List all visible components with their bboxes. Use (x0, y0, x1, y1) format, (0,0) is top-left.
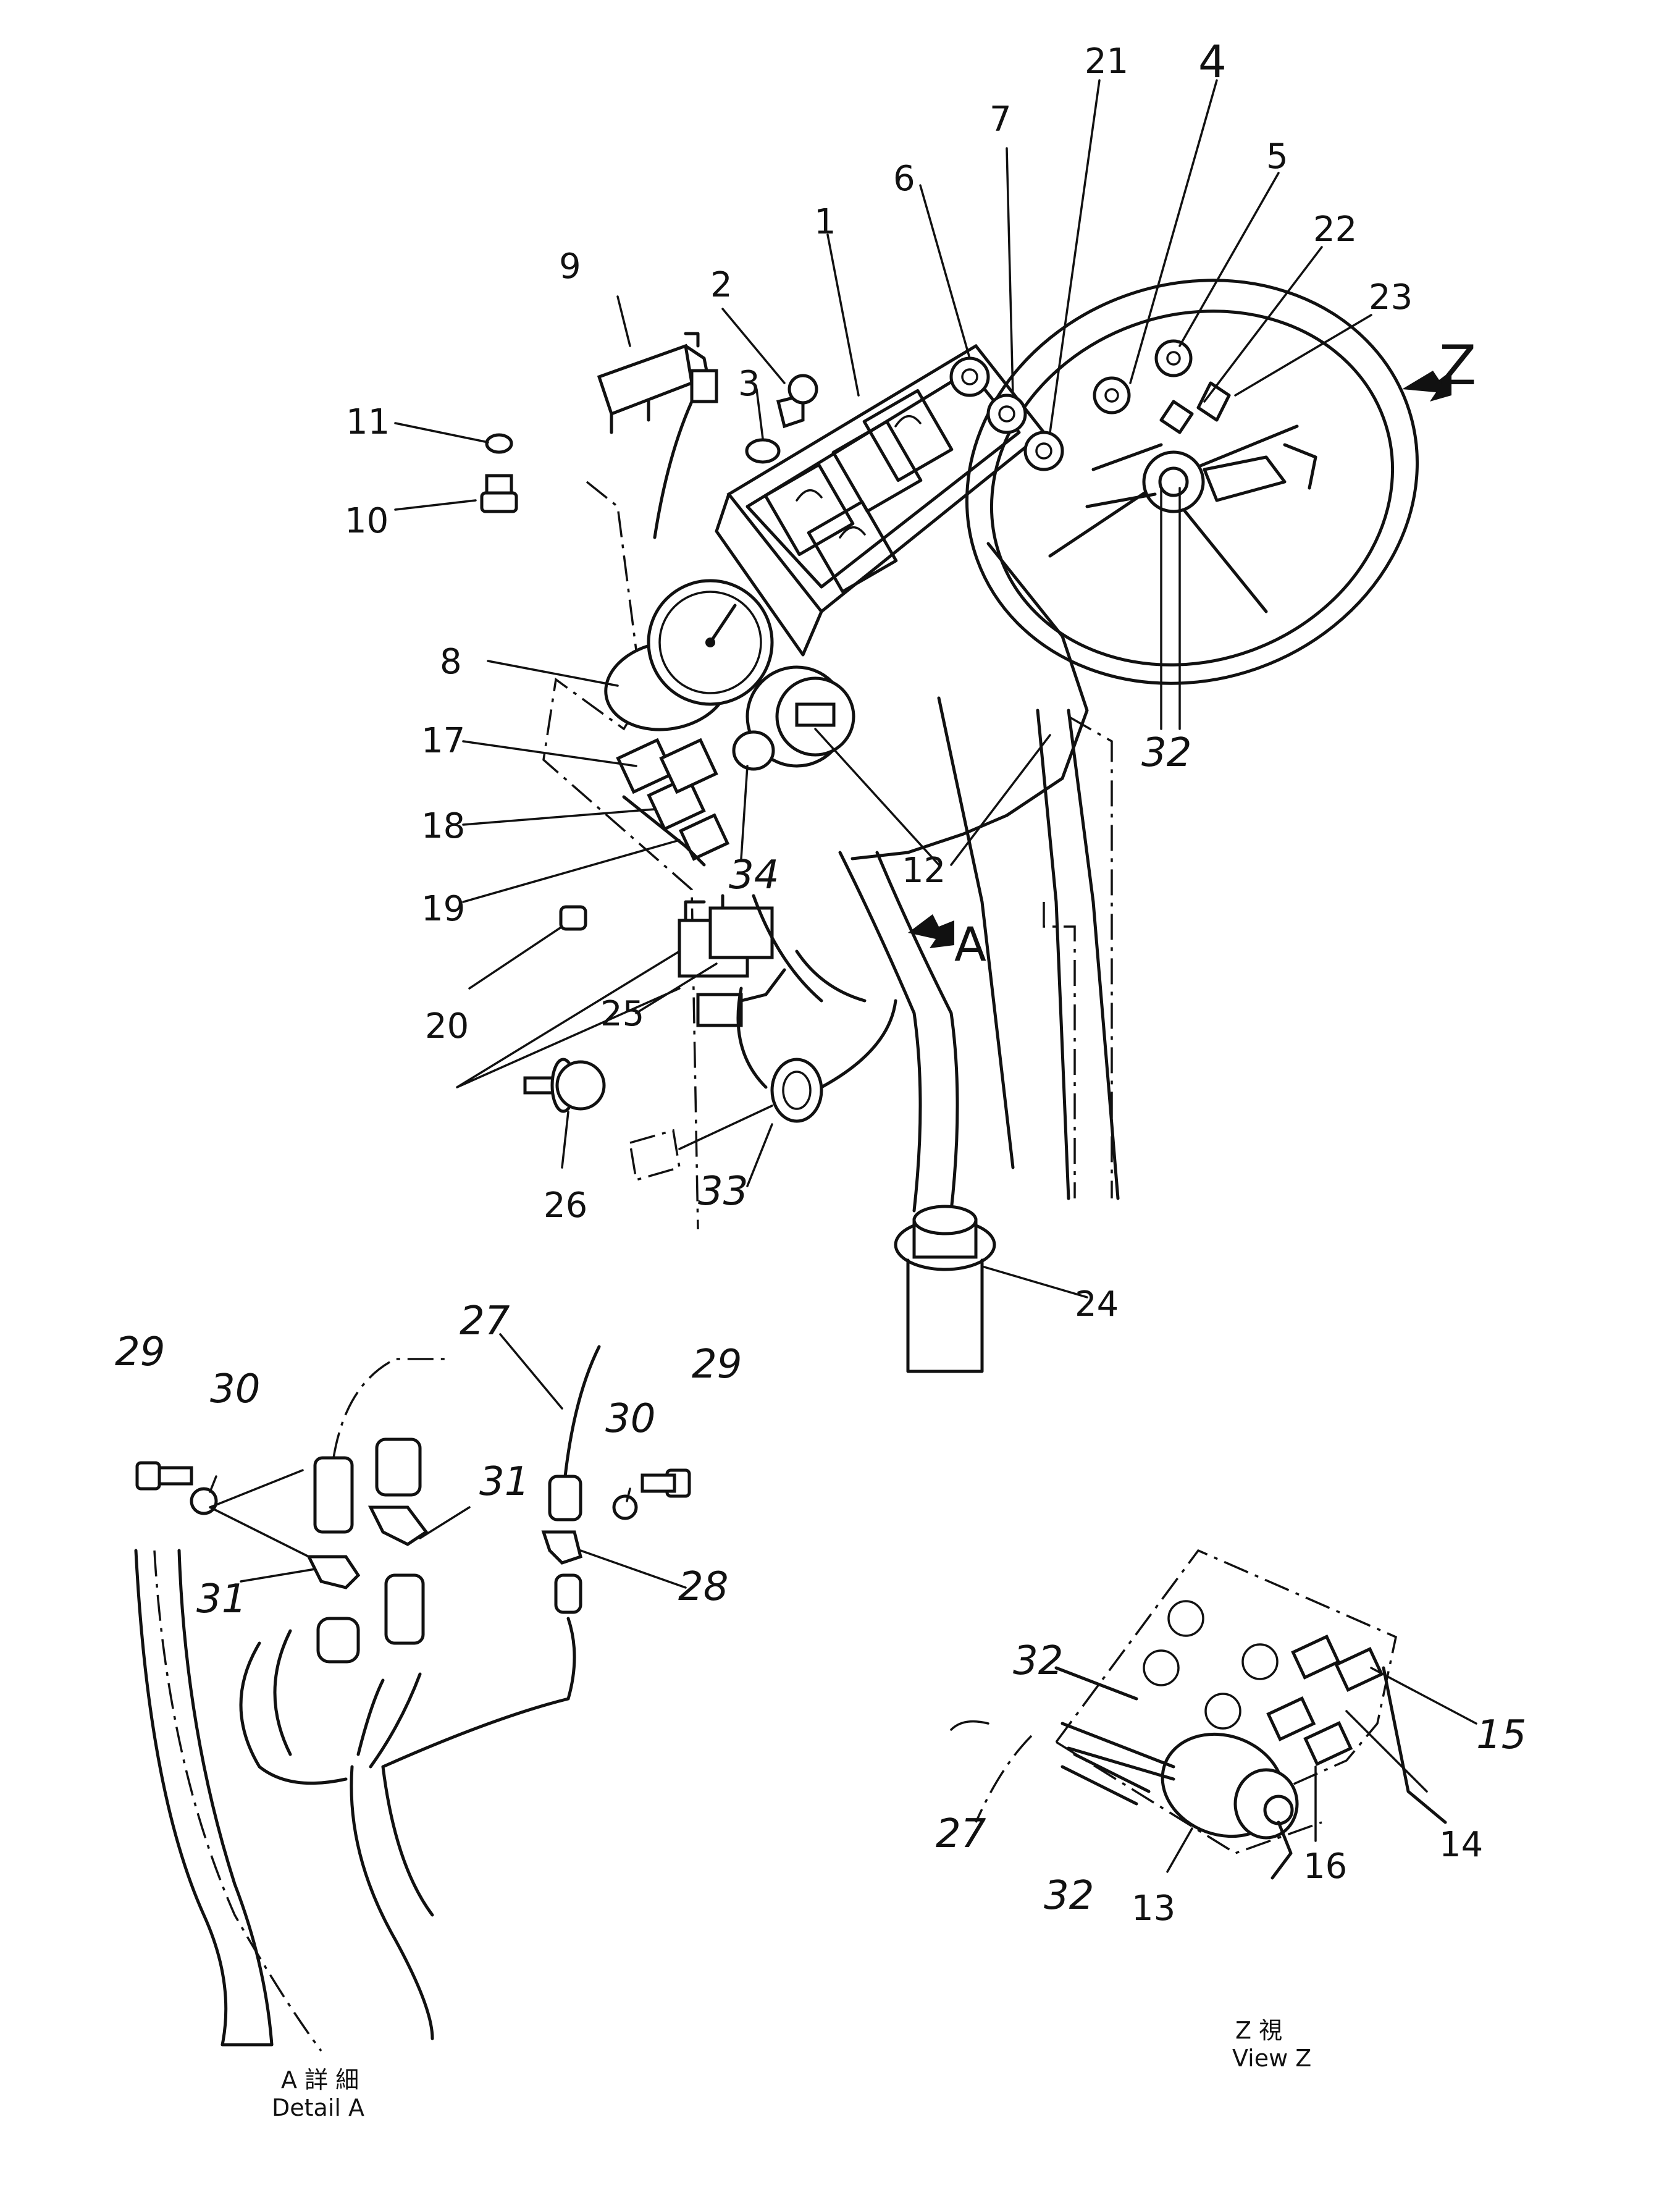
part-11-washer (485, 433, 513, 454)
detail-a-caption-jp: A 詳 細 (281, 2066, 359, 2094)
callout-21: 21 (1085, 41, 1128, 82)
callout-33: 33 (698, 1169, 748, 1214)
callout-8: 8 (440, 642, 462, 682)
callout-18: 18 (421, 806, 465, 846)
callout-30-left: 30 (210, 1366, 260, 1412)
callout-28: 28 (678, 1564, 728, 1610)
callout-6: 6 (893, 159, 915, 199)
view-a-marker: A (954, 917, 986, 972)
part-24-harness-tube (752, 851, 996, 1373)
callout-26: 26 (544, 1185, 587, 1226)
detail-a-connector-4 (316, 1617, 360, 1664)
callout-32-view-top: 32 (1013, 1638, 1063, 1684)
detail-a-washer-left (190, 1487, 218, 1515)
instrument-panel (715, 343, 1046, 657)
detail-a-clip-1 (306, 1555, 361, 1589)
callout-29-left: 29 (115, 1329, 165, 1375)
callout-20: 20 (425, 1006, 469, 1046)
callout-34: 34 (729, 852, 779, 898)
detail-a-connector-6 (554, 1573, 582, 1614)
part-9-switch (597, 332, 718, 539)
callout-16: 16 (1303, 1846, 1347, 1887)
view-a-arrow (908, 914, 954, 948)
callout-10: 10 (345, 501, 388, 541)
part-20-cap (559, 905, 587, 931)
callout-27-view: 27 (936, 1811, 986, 1857)
callout-24: 24 (1075, 1284, 1119, 1324)
part-26-bolt (523, 1058, 606, 1113)
detail-a-caption-en: Detail A (272, 2094, 364, 2121)
switch-group (949, 339, 1231, 471)
callout-29-right: 29 (692, 1342, 742, 1387)
callout-labels: 1 2 3 4 5 6 7 8 9 10 11 12 13 14 15 16 1… (115, 36, 1526, 1929)
callout-17: 17 (421, 721, 465, 761)
callout-9: 9 (559, 246, 581, 287)
callout-3: 3 (738, 364, 760, 404)
callout-5: 5 (1266, 137, 1288, 177)
part-13-key-switch (1060, 1722, 1299, 1880)
callout-19: 19 (421, 889, 465, 929)
callout-32-main: 32 (1141, 730, 1191, 776)
callout-22: 22 (1313, 209, 1357, 250)
switch-block-17-19 (616, 738, 730, 867)
detail-a-connector-2 (375, 1437, 422, 1497)
detail-a-connector-1 (313, 1456, 354, 1534)
captions: A 詳 細 Detail A Z 視 View Z (272, 2017, 1311, 2121)
part-33-harness (629, 987, 897, 1182)
callout-30-right: 30 (605, 1396, 655, 1442)
callout-23: 23 (1369, 277, 1413, 318)
callout-15: 15 (1476, 1712, 1526, 1758)
part-34-plug (732, 730, 775, 771)
callout-31-left: 31 (196, 1576, 246, 1622)
callout-12: 12 (902, 851, 946, 891)
callout-7: 7 (989, 99, 1012, 140)
view-z-arrow (1402, 371, 1451, 402)
part-25-relay (678, 894, 786, 1027)
steering-wheel (965, 279, 1419, 685)
callout-4: 4 (1198, 36, 1227, 88)
callout-14: 14 (1439, 1825, 1483, 1865)
view-z-switches (1266, 1635, 1384, 1766)
detail-a-connector-5 (548, 1475, 582, 1521)
part-10-bolt (480, 474, 518, 513)
callout-32-view-bottom: 32 (1044, 1873, 1094, 1919)
callout-2: 2 (710, 265, 733, 305)
detail-a-bolt-right (640, 1468, 691, 1498)
part-3-washer (745, 438, 781, 464)
part-8-gauge (604, 579, 774, 731)
callout-31-right: 31 (479, 1459, 529, 1505)
callout-11: 11 (346, 402, 390, 442)
main-assembly (394, 79, 1451, 1373)
detail-a-clip-2 (368, 1505, 429, 1546)
view-z-hole-3 (1143, 1649, 1180, 1686)
detail-a (134, 1333, 691, 2052)
callout-25: 25 (600, 994, 644, 1034)
callout-13: 13 (1132, 1888, 1175, 1929)
part-2-screw (776, 374, 818, 429)
detail-a-bolt-left (135, 1461, 193, 1491)
callout-27-detail: 27 (460, 1298, 510, 1344)
view-z-caption-jp: Z 視 (1235, 2017, 1282, 2044)
detail-a-connector-3 (384, 1573, 425, 1645)
view-z-marker: Z (1439, 334, 1476, 397)
part-12-hourmeter (746, 665, 855, 768)
detail-a-washer-right (612, 1494, 638, 1520)
view-z-caption-en: View Z (1232, 2045, 1311, 2072)
view-z-hole-2 (1241, 1643, 1279, 1680)
view-z (950, 1549, 1477, 1880)
callout-1: 1 (814, 202, 836, 242)
view-z-hole-4 (1204, 1693, 1241, 1730)
leader-lines (394, 79, 1372, 1298)
view-z-hole-1 (1167, 1600, 1204, 1637)
detail-a-clip-3 (541, 1530, 582, 1565)
